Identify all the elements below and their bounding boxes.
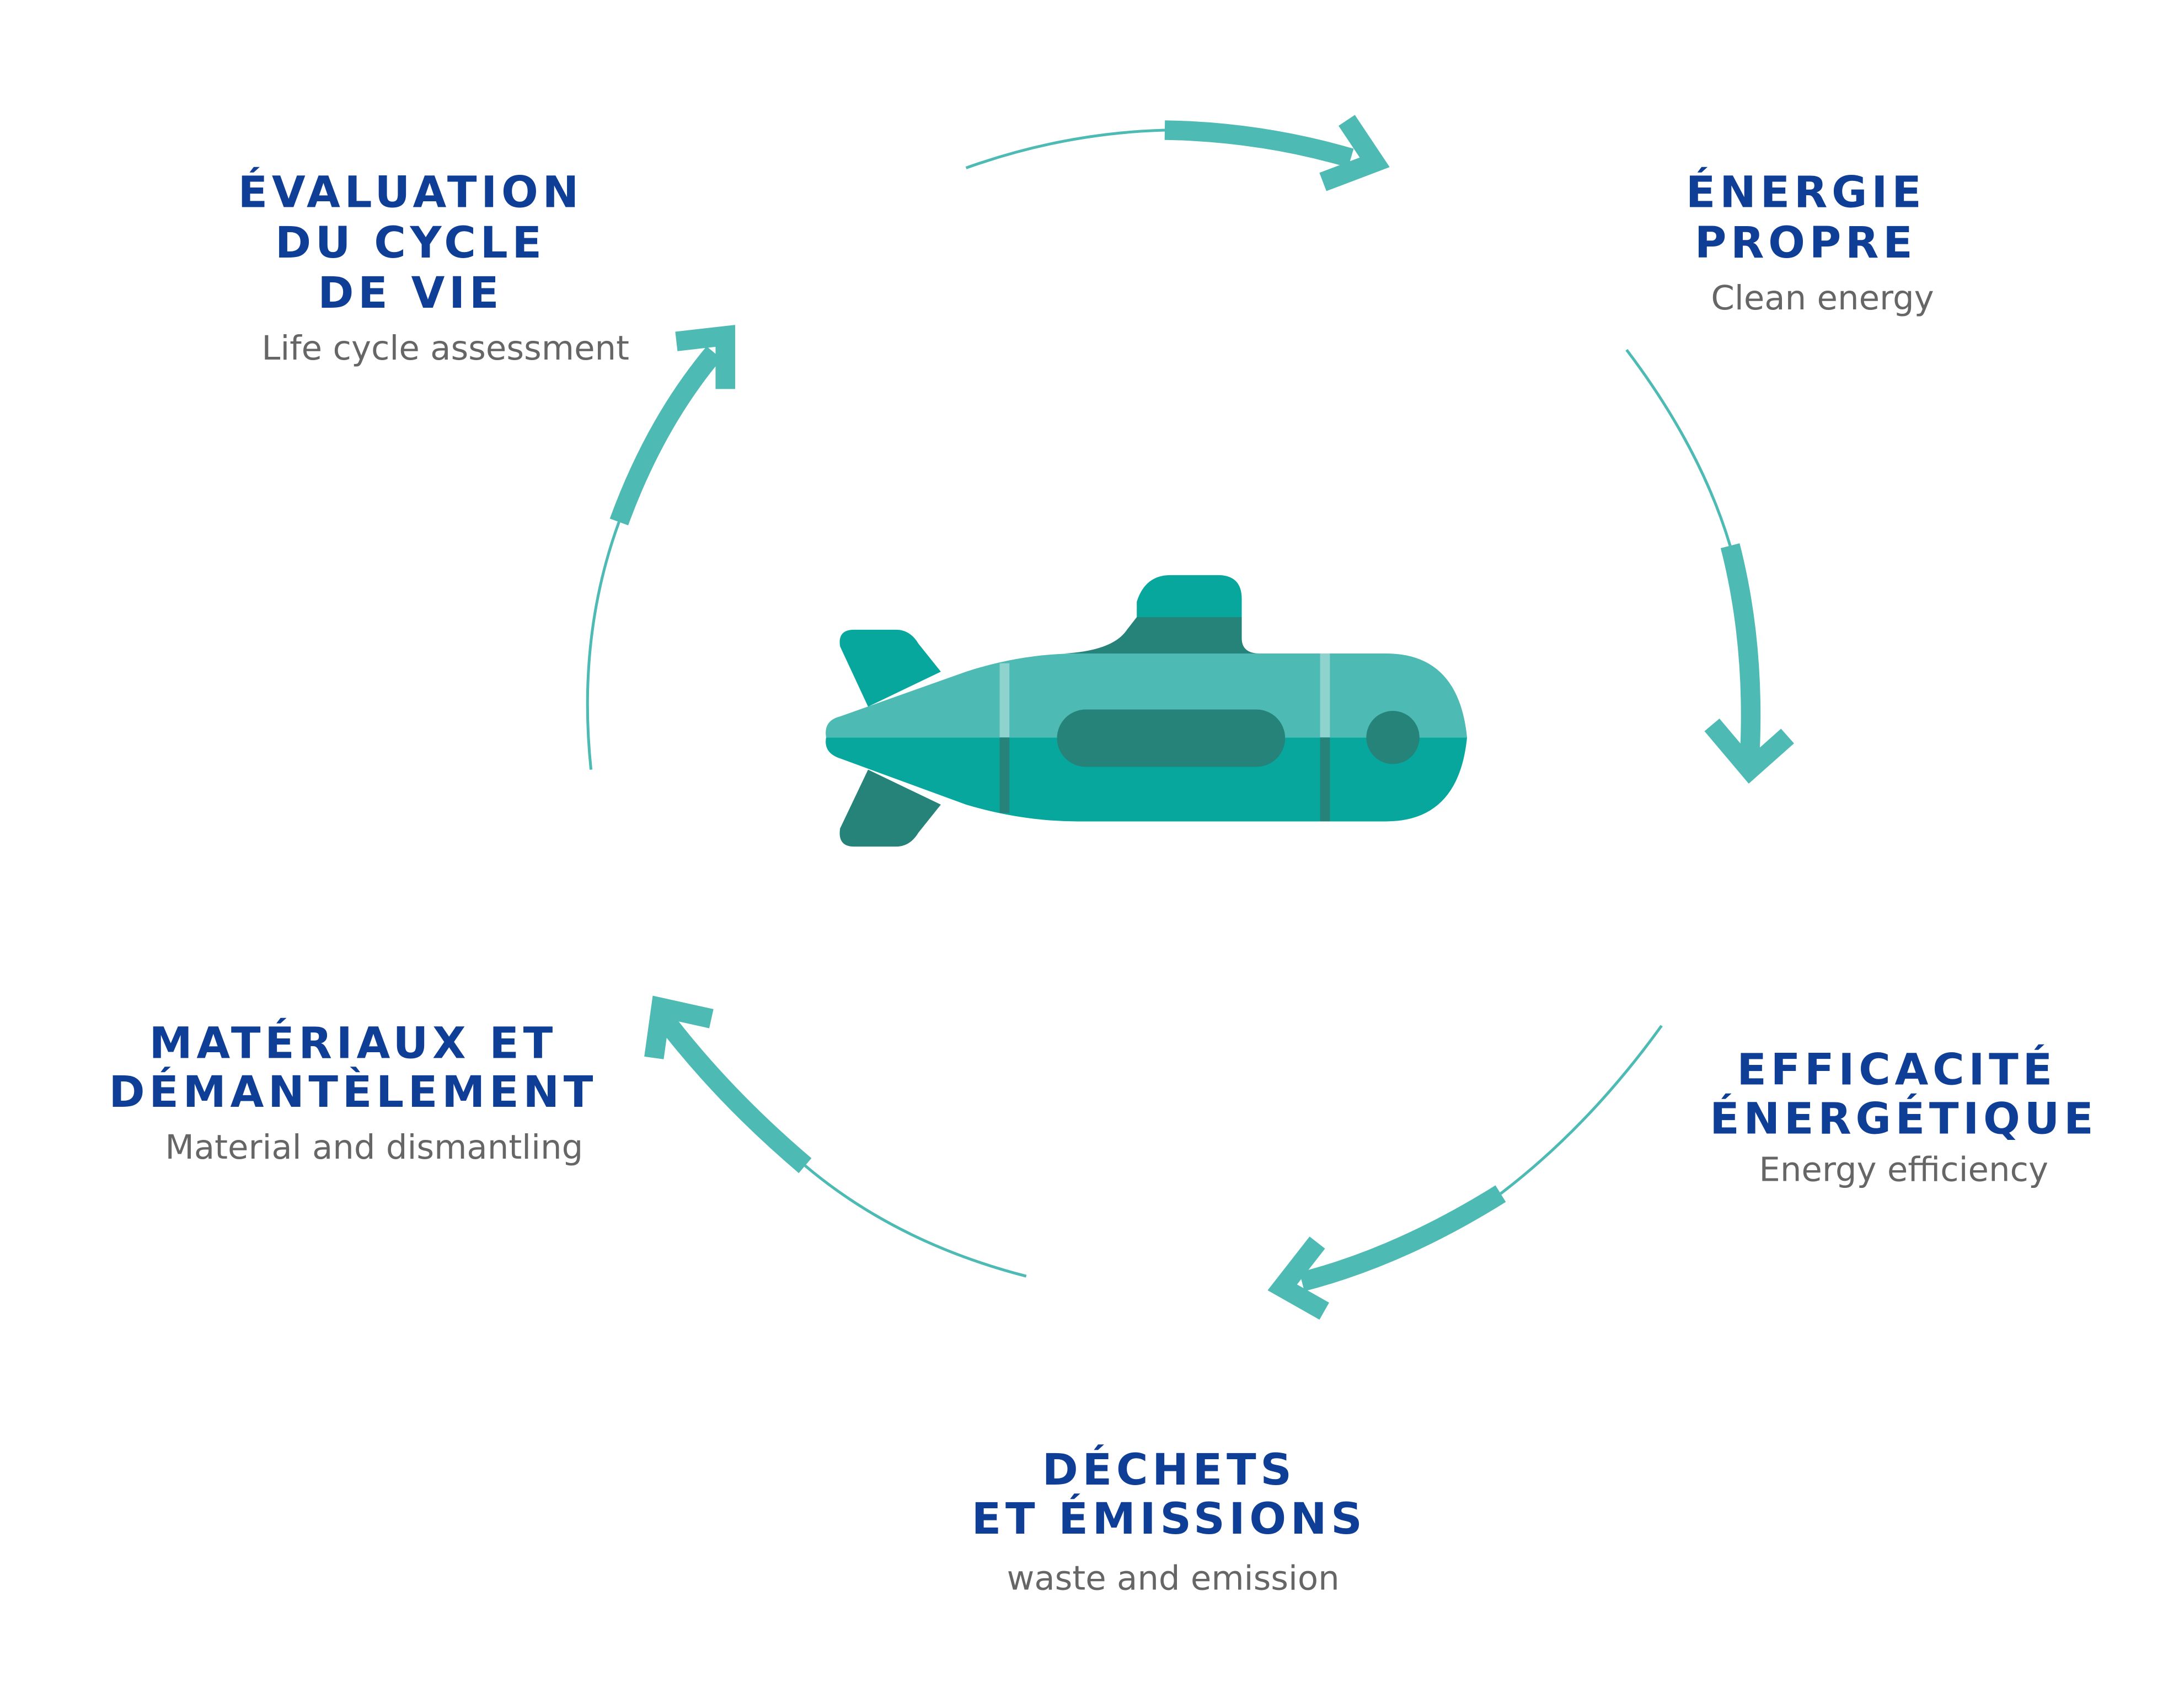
arrow-bottom-left: [644, 995, 1027, 1278]
stage-title-line: ÉNERGÉTIQUE: [1710, 1093, 2097, 1144]
stage-title-line: DÉCHETS: [1042, 1444, 1296, 1495]
arrow-bottom-right: [1267, 1025, 1663, 1320]
stage-subtitle: waste and emission: [1007, 1559, 1340, 1598]
stage-title-line: DU CYCLE: [275, 217, 546, 268]
submarine-icon: [826, 575, 1468, 847]
stage-subtitle: Life cycle assessment: [261, 329, 629, 368]
stage-subtitle: Material and dismantling: [165, 1128, 583, 1167]
stage-life-cycle-assessment: ÉVALUATION DU CYCLE DE VIE Life cycle as…: [238, 167, 629, 368]
stage-energy-efficiency: EFFICACITÉ ÉNERGÉTIQUE Energy efficiency: [1710, 1044, 2097, 1190]
arrow-left: [586, 325, 735, 770]
stage-title-line: ET ÉMISSIONS: [972, 1493, 1367, 1544]
cycle-arrows: [586, 115, 1794, 1320]
arrow-top: [965, 115, 1390, 191]
stage-clean-energy: ÉNERGIE PROPRE Clean energy: [1686, 167, 1934, 318]
stage-title-line: DÉMANTÈLEMENT: [109, 1067, 597, 1117]
stage-subtitle: Clean energy: [1711, 278, 1934, 318]
stage-waste-and-emission: DÉCHETS ET ÉMISSIONS waste and emission: [972, 1444, 1367, 1598]
stage-subtitle: Energy efficiency: [1759, 1150, 2048, 1190]
stage-title-line: DE VIE: [318, 267, 503, 318]
stage-title-line: EFFICACITÉ: [1737, 1044, 2057, 1095]
arrow-right: [1625, 349, 1794, 784]
stage-title-line: PROPRE: [1695, 217, 1917, 268]
stage-title-line: ÉVALUATION: [238, 167, 583, 218]
stage-title-line: ÉNERGIE: [1686, 167, 1926, 218]
stage-material-and-dismantling: MATÉRIAUX ET DÉMANTÈLEMENT Material and …: [109, 1017, 597, 1167]
stage-title-line: MATÉRIAUX ET: [149, 1017, 557, 1068]
